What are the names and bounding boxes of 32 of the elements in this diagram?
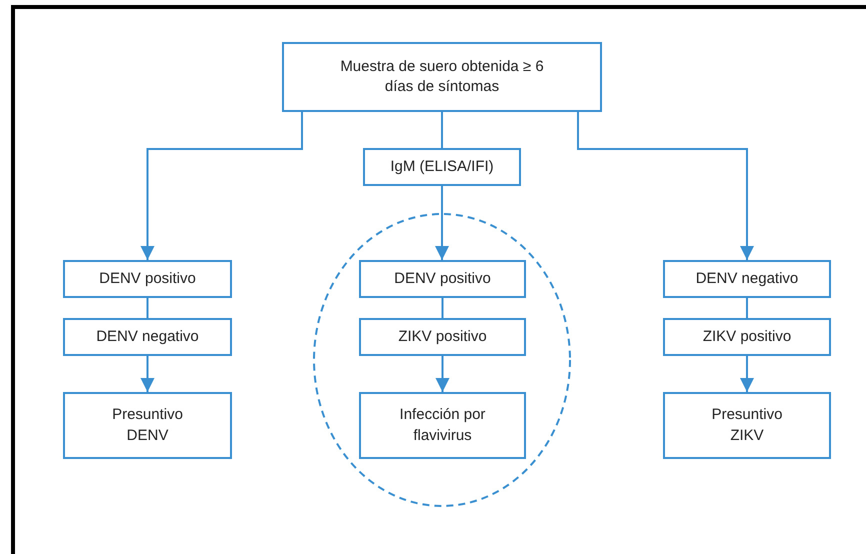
connector — [740, 356, 754, 392]
box-label: ZIKV positivo — [397, 326, 488, 347]
box-label: Infección por flavivirus — [398, 405, 486, 446]
connector — [441, 112, 443, 148]
connector — [577, 112, 754, 260]
box-label: DENV positivo — [393, 268, 492, 289]
box-label: IgM (ELISA/IFI) — [389, 156, 495, 177]
connector — [140, 356, 154, 392]
process-box — [359, 392, 526, 459]
connector — [140, 112, 303, 260]
box-label: ZIKV positivo — [702, 326, 792, 347]
connector — [436, 356, 450, 392]
box-label: Muestra de suero obtenida ≥ 6 días de síntomas — [339, 56, 545, 97]
box-label: DENV positivo — [98, 268, 197, 289]
process-box — [363, 148, 521, 186]
process-box — [359, 318, 526, 356]
process-box — [359, 260, 526, 298]
process-box — [663, 318, 831, 356]
connector — [442, 298, 444, 318]
process-box — [63, 318, 232, 356]
connector — [746, 298, 748, 318]
connector — [146, 298, 148, 318]
box-label: Presuntivo ZIKV — [710, 405, 784, 446]
box-label: DENV negativo — [694, 268, 800, 289]
process-box — [663, 392, 831, 459]
process-box — [663, 260, 831, 298]
process-box — [63, 392, 232, 459]
connector — [435, 186, 449, 260]
process-box — [63, 260, 232, 298]
box-label: DENV negativo — [95, 326, 200, 347]
box-label: Presuntivo DENV — [111, 405, 184, 446]
process-box — [282, 42, 602, 112]
